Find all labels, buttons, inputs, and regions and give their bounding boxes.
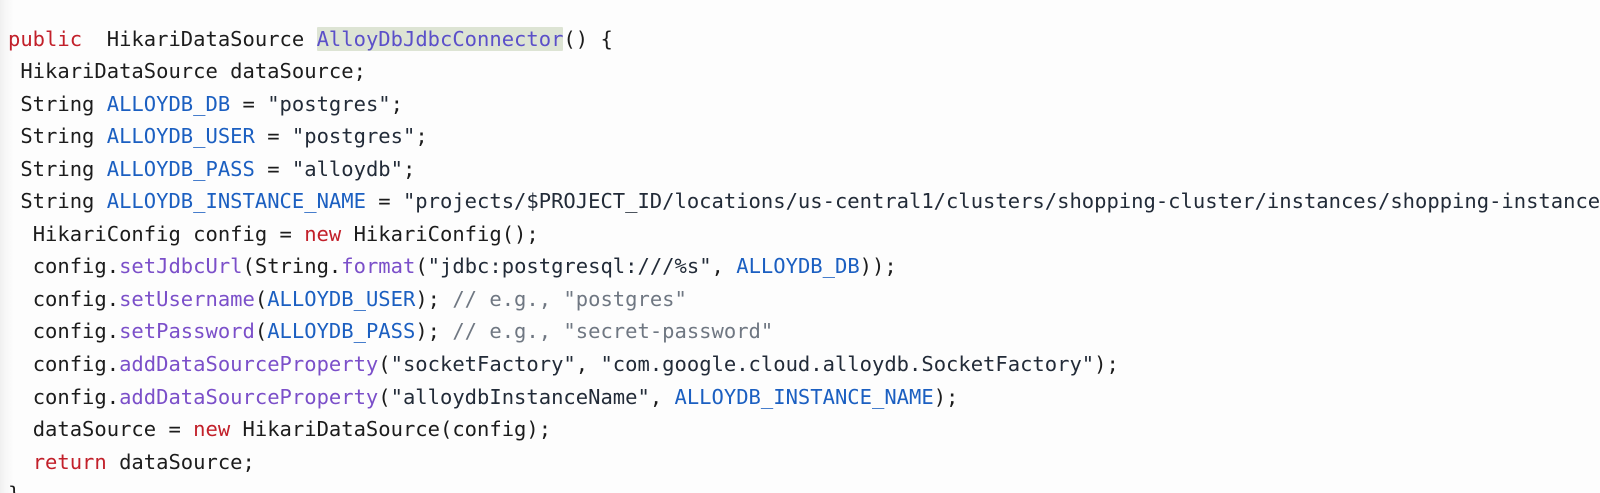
code-token-method: setJdbcUrl: [119, 254, 243, 279]
code-indent: [8, 417, 33, 441]
code-token-punct: ;: [390, 91, 403, 116]
code-token-const: ALLOYDB_INSTANCE_NAME: [674, 384, 934, 409]
code-indent: [8, 157, 20, 181]
code-token-punct: );: [1094, 351, 1119, 376]
code-token-plain: (String.: [242, 254, 342, 279]
code-line: config.addDataSourceProperty("socketFact…: [0, 348, 1600, 381]
code-token-plain: config.: [32, 286, 120, 311]
code-token-punct: () {: [563, 26, 613, 51]
code-token-method: format: [341, 254, 416, 279]
code-token-method: addDataSourceProperty: [119, 384, 379, 409]
code-line: config.addDataSourceProperty("alloydbIns…: [0, 381, 1600, 414]
code-token-punct: (: [378, 384, 391, 409]
code-indent: [8, 385, 33, 409]
code-token-string: "jdbc:postgresql:///%s": [427, 254, 712, 279]
code-token-kw: public: [8, 26, 83, 51]
code-token-punct: (: [254, 286, 268, 311]
code-token-plain: [304, 27, 316, 51]
code-token-punct: }: [8, 482, 20, 493]
code-indent: [8, 124, 20, 148]
code-indent: [8, 352, 33, 376]
code-token-plain: config.: [32, 254, 120, 279]
code-indent: [8, 319, 33, 343]
code-token-plain: dataSource =: [32, 417, 194, 442]
code-indent: [8, 92, 20, 116]
code-token-plain: String: [20, 189, 107, 214]
code-block[interactable]: public HikariDataSource AlloyDbJdbcConne…: [0, 21, 1600, 493]
code-line: String ALLOYDB_PASS = "alloydb";: [0, 153, 1600, 186]
code-token-punct: ;: [415, 124, 428, 149]
code-line: dataSource = new HikariDataSource(config…: [0, 413, 1600, 446]
code-token-string: "alloydbInstanceName": [390, 384, 650, 409]
code-token-plain: dataSource;: [106, 449, 255, 474]
code-token-const: ALLOYDB_USER: [106, 124, 255, 149]
code-token-const: ALLOYDB_PASS: [267, 319, 416, 344]
code-token-method: setPassword: [119, 319, 255, 344]
code-token-method: addDataSourceProperty: [119, 351, 379, 376]
code-indent: [8, 189, 20, 213]
code-line: return dataSource;: [0, 446, 1600, 479]
code-token-const: ALLOYDB_DB: [106, 91, 231, 116]
code-token-type: HikariDataSource: [106, 26, 305, 51]
code-line: public HikariDataSource AlloyDbJdbcConne…: [0, 23, 1600, 56]
code-token-plain: HikariConfig config =: [32, 221, 305, 246]
code-token-const: ALLOYDB_USER: [267, 286, 416, 311]
code-line: String ALLOYDB_INSTANCE_NAME = "projects…: [0, 185, 1600, 218]
code-token-plain: [82, 27, 107, 51]
code-token-kw: new: [193, 417, 231, 442]
code-token-plain: String: [20, 124, 107, 149]
code-indent: [8, 450, 33, 474]
code-indent: [8, 59, 20, 83]
code-token-string: "com.google.cloud.alloydb.SocketFactory": [600, 351, 1095, 376]
code-token-punct: );: [415, 319, 453, 344]
code-token-string: "projects/$PROJECT_ID/locations/us-centr…: [402, 189, 1600, 214]
code-indent: [8, 222, 33, 246]
code-token-const: ALLOYDB_PASS: [106, 156, 255, 181]
code-indent: [8, 254, 33, 278]
code-token-punct: ,: [575, 351, 601, 376]
code-token-plain: =: [254, 156, 292, 181]
code-token-plain: =: [230, 91, 268, 116]
code-token-highlight[interactable]: AlloyDbJdbcConnector: [316, 26, 564, 51]
code-token-plain: HikariDataSource(config);: [230, 417, 552, 442]
code-line: HikariConfig config = new HikariConfig()…: [0, 218, 1600, 251]
code-token-kw: new: [304, 221, 342, 246]
code-line: String ALLOYDB_DB = "postgres";: [0, 88, 1600, 121]
code-token-punct: ,: [649, 384, 675, 409]
code-token-plain: config.: [32, 319, 120, 344]
code-token-const: ALLOYDB_DB: [736, 254, 860, 279]
code-token-comment: // e.g., "secret-password": [452, 319, 774, 344]
code-token-const: ALLOYDB_INSTANCE_NAME: [106, 189, 366, 214]
code-token-punct: );: [415, 286, 453, 311]
code-line: config.setJdbcUrl(String.format("jdbc:po…: [0, 250, 1600, 283]
code-token-plain: HikariDataSource dataSource;: [20, 59, 366, 84]
code-line: config.setUsername(ALLOYDB_USER); // e.g…: [0, 283, 1600, 316]
code-token-plain: config.: [32, 384, 120, 409]
code-token-plain: config.: [32, 351, 120, 376]
code-token-punct: ,: [711, 254, 737, 279]
code-token-plain: String: [20, 91, 107, 116]
code-token-comment: // e.g., "postgres": [452, 286, 687, 311]
code-token-punct: );: [933, 384, 959, 409]
code-token-method: setUsername: [119, 286, 255, 311]
code-line: String ALLOYDB_USER = "postgres";: [0, 120, 1600, 153]
code-token-punct: ));: [859, 254, 897, 279]
code-token-string: "socketFactory": [390, 351, 576, 376]
code-token-punct: (: [254, 319, 268, 344]
code-line: HikariDataSource dataSource;: [0, 55, 1600, 88]
code-token-kw: return: [32, 449, 107, 474]
code-token-plain: String: [20, 156, 107, 181]
code-token-string: "alloydb": [291, 156, 403, 181]
code-token-plain: =: [365, 189, 403, 214]
code-token-plain: =: [254, 124, 292, 149]
code-token-punct: (: [415, 254, 428, 279]
code-token-punct: ;: [402, 156, 416, 181]
code-line: config.setPassword(ALLOYDB_PASS); // e.g…: [0, 315, 1600, 348]
code-token-string: "postgres": [267, 91, 391, 116]
code-token-plain: HikariConfig();: [341, 221, 539, 246]
code-indent: [8, 287, 33, 311]
code-token-string: "postgres": [291, 124, 416, 149]
code-token-punct: (: [378, 351, 391, 376]
code-line: }: [0, 478, 1600, 493]
